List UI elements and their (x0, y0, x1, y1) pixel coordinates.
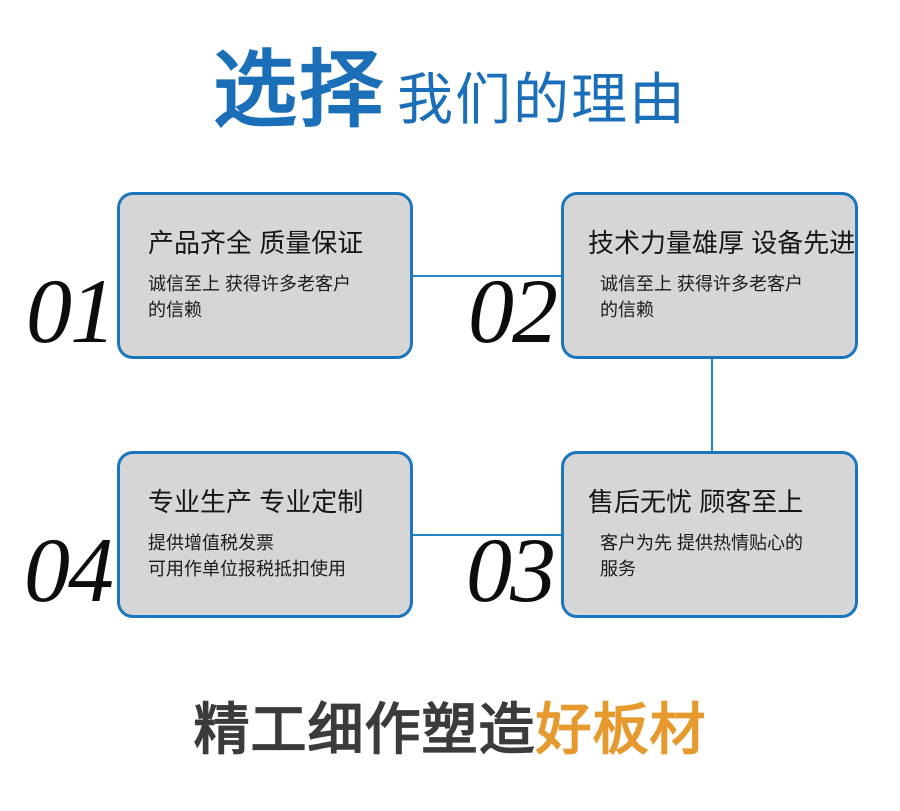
feature-card-body: 诚信至上 获得许多老客户 的信赖 (582, 271, 837, 323)
feature-card-03[interactable]: 售后无忧 顾客至上 客户为先 提供热情贴心的 服务 (561, 451, 858, 618)
feature-card-body: 客户为先 提供热情贴心的 服务 (582, 530, 837, 582)
feature-card-title: 技术力量雄厚 设备先进 (588, 227, 856, 258)
feature-card-04[interactable]: 专业生产 专业定制 提供增值税发票 可用作单位报税抵扣使用 (117, 451, 413, 618)
feature-card-body-line2: 的信赖 (600, 300, 654, 321)
feature-card-body-line2: 的信赖 (148, 300, 202, 321)
feature-number-04: 04 (24, 519, 114, 621)
feature-card-body: 诚信至上 获得许多老客户 的信赖 (138, 271, 392, 323)
feature-card-title: 产品齐全 质量保证 (148, 227, 364, 258)
feature-card-body-line1: 诚信至上 获得许多老客户 (148, 274, 351, 294)
feature-card-title: 专业生产 专业定制 (148, 486, 364, 517)
page-title-subtext: 我们的理由 (397, 68, 687, 131)
feature-number-03: 03 (466, 519, 556, 621)
feature-card-body-line2: 服务 (600, 559, 636, 580)
feature-card-body-line1: 诚信至上 获得许多老客户 (600, 274, 803, 294)
feature-card-body-line2: 可用作单位报税抵扣使用 (148, 559, 346, 580)
page-title-emphasis: 选择 (212, 43, 385, 137)
feature-card-body: 提供增值税发票 可用作单位报税抵扣使用 (138, 530, 392, 582)
feature-number-01: 01 (26, 260, 116, 362)
feature-card-body-line1: 客户为先 提供热情贴心的 (600, 533, 803, 553)
footer-tagline: 精工细作塑造好板材 (0, 702, 900, 758)
feature-card-body-line1: 提供增值税发票 (148, 533, 274, 553)
feature-number-02: 02 (468, 260, 558, 362)
footer-tagline-accent: 好板材 (535, 698, 707, 761)
page-title: 选择我们的理由 (0, 48, 900, 132)
footer-tagline-main: 精工细作塑造 (193, 698, 536, 761)
feature-card-02[interactable]: 技术力量雄厚 设备先进 诚信至上 获得许多老客户 的信赖 (561, 192, 858, 359)
feature-card-01[interactable]: 产品齐全 质量保证 诚信至上 获得许多老客户 的信赖 (117, 192, 413, 359)
feature-card-title: 售后无忧 顾客至上 (588, 486, 804, 517)
